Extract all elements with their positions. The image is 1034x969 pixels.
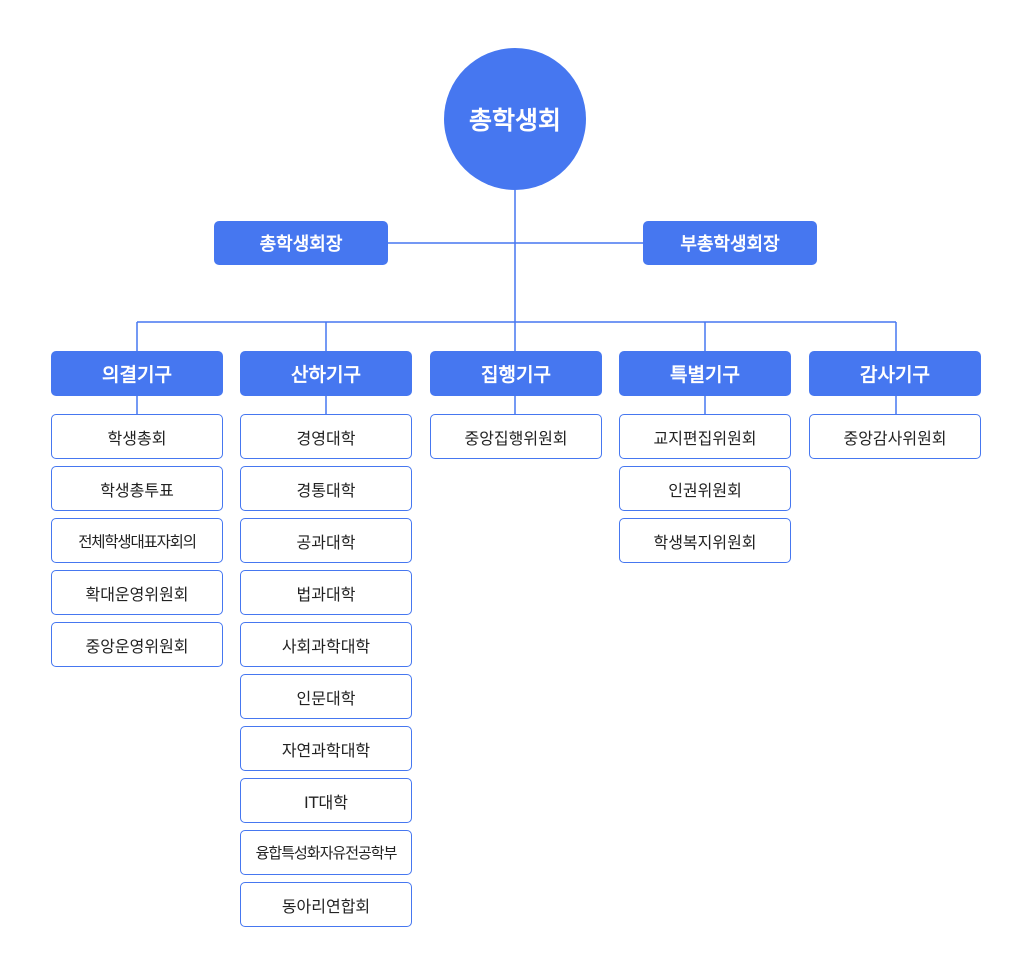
body-head-affiliated: 산하기구: [240, 351, 412, 396]
body-head-decision: 의결기구: [51, 351, 223, 396]
unit-node: 확대운영위원회: [51, 570, 223, 615]
vice-president-node: 부총학생회장: [643, 221, 817, 265]
unit-node: 학생복지위원회: [619, 518, 791, 563]
unit-node: 인문대학: [240, 674, 412, 719]
body-head-audit: 감사기구: [809, 351, 981, 396]
body-head-executive: 집행기구: [430, 351, 602, 396]
unit-node: 자연과학대학: [240, 726, 412, 771]
unit-node: 인권위원회: [619, 466, 791, 511]
unit-node: 중앙집행위원회: [430, 414, 602, 459]
president-node: 총학생회장: [214, 221, 388, 265]
unit-node: 학생총투표: [51, 466, 223, 511]
unit-node: 융합특성화자유전공학부: [240, 830, 412, 875]
unit-node: 중앙감사위원회: [809, 414, 981, 459]
unit-node: 공과대학: [240, 518, 412, 563]
unit-node: 경통대학: [240, 466, 412, 511]
unit-node: 전체학생대표자회의: [51, 518, 223, 563]
unit-node: 동아리연합회: [240, 882, 412, 927]
unit-node: 사회과학대학: [240, 622, 412, 667]
root-node: 총학생회: [444, 48, 586, 190]
unit-node: 법과대학: [240, 570, 412, 615]
unit-node: 교지편집위원회: [619, 414, 791, 459]
unit-node: 경영대학: [240, 414, 412, 459]
body-head-special: 특별기구: [619, 351, 791, 396]
unit-node: 중앙운영위원회: [51, 622, 223, 667]
unit-node: 학생총회: [51, 414, 223, 459]
unit-node: IT대학: [240, 778, 412, 823]
